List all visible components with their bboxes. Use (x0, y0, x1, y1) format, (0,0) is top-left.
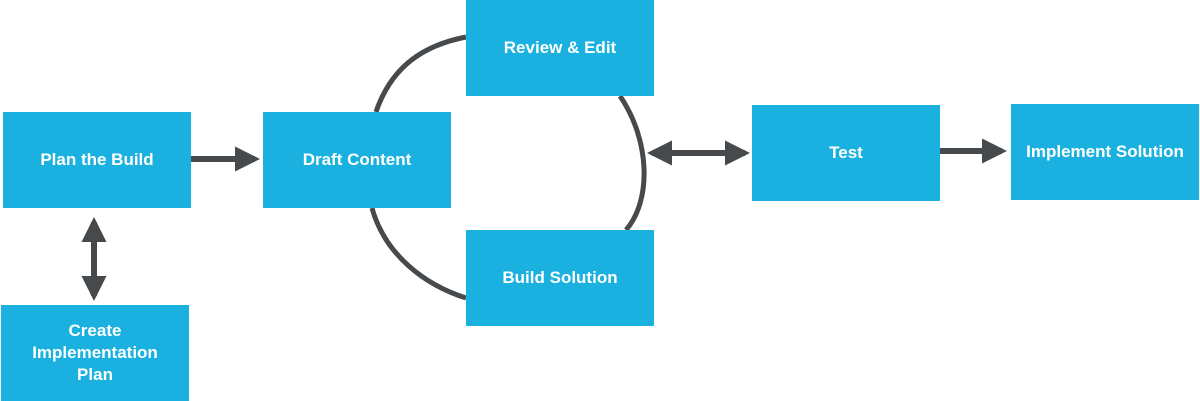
cycle-arc-bottom (369, 207, 467, 301)
node-label: Build Solution (502, 268, 618, 287)
node-label: Create Implementation Plan (32, 321, 158, 384)
node-review-and-edit: Review & Edit (466, 0, 654, 96)
node-implement-solution: Implement Solution (1011, 104, 1199, 200)
node-label: Draft Content (302, 150, 412, 169)
node-label: Review & Edit (503, 38, 617, 57)
node-plan-the-build: Plan the Build (3, 112, 191, 208)
node-label: Plan the Build (40, 150, 154, 169)
cycle-arc-top (373, 34, 467, 113)
node-test: Test (752, 105, 940, 201)
node-build-solution: Build Solution (466, 230, 654, 326)
node-create-implementation-plan: Create Implementation Plan (1, 305, 189, 401)
node-label: Implement Solution (1026, 142, 1184, 161)
node-label: Test (829, 143, 863, 162)
cycle-arc-right (617, 94, 647, 232)
node-draft-content: Draft Content (263, 112, 451, 208)
